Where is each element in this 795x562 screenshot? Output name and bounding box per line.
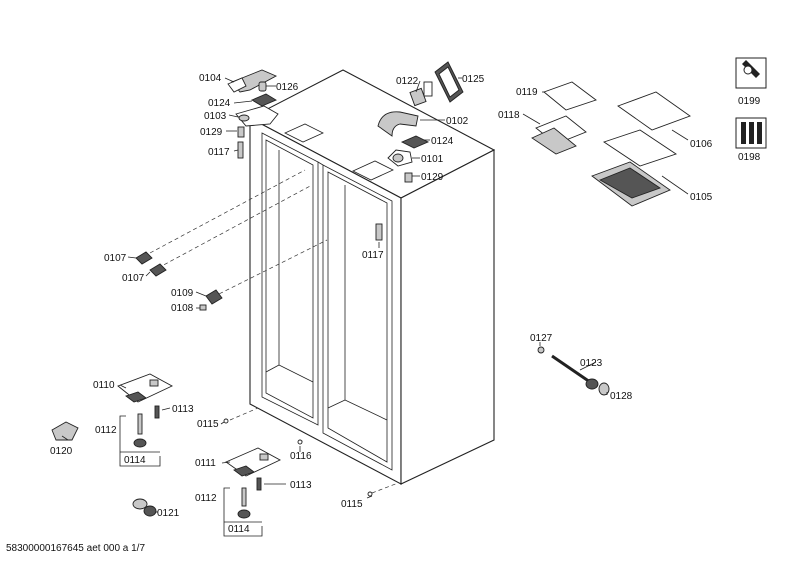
- group-bracket-0112a: [119, 415, 161, 467]
- shaft-0123: [551, 354, 599, 390]
- pin-0117a: [237, 141, 244, 159]
- label-0102: 0102: [446, 116, 469, 127]
- label-0126: 0126: [276, 82, 299, 93]
- label-0103: 0103: [204, 111, 227, 122]
- label-0124-mid: 0124: [431, 136, 454, 147]
- bolt-0112b: [241, 487, 247, 507]
- label-0108: 0108: [171, 303, 194, 314]
- bolt-0129b: [404, 172, 413, 183]
- control-module-0118: [531, 115, 587, 155]
- bolt-0129a: [237, 126, 245, 138]
- spacer-0108: [199, 304, 207, 311]
- part-labels: 0104 0126 0124 0103 0129 0117 0122 0125 …: [50, 73, 761, 535]
- label-0105: 0105: [690, 192, 713, 203]
- label-0110: 0110: [93, 380, 115, 391]
- nut-0114a: [133, 438, 147, 448]
- hinge-0101: [387, 149, 413, 167]
- label-0101: 0101: [421, 154, 444, 165]
- group-bracket-0112b: [223, 487, 263, 537]
- label-0199: 0199: [738, 96, 761, 107]
- bracket-0120: [51, 421, 79, 441]
- cap-0115b: [367, 491, 373, 497]
- cable-duct-0122: [409, 81, 433, 107]
- label-0115-upper: 0115: [197, 419, 219, 430]
- label-0124-top: 0124: [208, 98, 231, 109]
- label-0123: 0123: [580, 358, 603, 369]
- label-0107-lower: 0107: [122, 273, 145, 284]
- label-0129-left: 0129: [200, 127, 223, 138]
- document-id: 58300000167645 aet 000 a 1/7: [6, 543, 146, 554]
- control-unit-0105: [591, 129, 678, 207]
- top-hinge-cover-0104: [227, 69, 278, 93]
- screw-0113b: [256, 477, 262, 491]
- label-0113-left: 0113: [172, 404, 194, 415]
- pad-0124b: [400, 135, 430, 149]
- label-0109: 0109: [171, 288, 194, 299]
- label-0111: 0111: [195, 458, 216, 469]
- washer-0127: [537, 346, 545, 354]
- hinge-bracket-0103: [235, 105, 279, 127]
- hose-0102: [377, 111, 419, 137]
- label-0122: 0122: [396, 76, 419, 87]
- cabinet: [248, 69, 496, 485]
- marker-0116: [297, 439, 303, 445]
- label-0106: 0106: [690, 139, 713, 150]
- label-0114-right: 0114: [228, 524, 250, 535]
- bottom-hinge-0110: [117, 373, 173, 403]
- frame-0125: [434, 61, 464, 103]
- cover-plate-0106: [617, 91, 691, 131]
- assembly-guide-lines: [149, 169, 399, 494]
- bottom-hinge-0111: [225, 447, 281, 477]
- label-0117-left: 0117: [208, 147, 230, 158]
- clip-0107b: [149, 263, 167, 277]
- bolt-0112a: [137, 413, 143, 435]
- label-0118: 0118: [498, 110, 520, 121]
- latch-0109: [205, 289, 223, 305]
- label-0120: 0120: [50, 446, 73, 457]
- label-0129-mid: 0129: [421, 172, 444, 183]
- bearing-0128: [598, 382, 610, 396]
- fitting-0121: [132, 498, 157, 517]
- label-0198: 0198: [738, 152, 761, 163]
- pad-0124a: [251, 93, 277, 107]
- nut-0114b: [237, 509, 251, 519]
- label-0115-lower: 0115: [341, 499, 363, 510]
- label-0113-right: 0113: [290, 480, 312, 491]
- screw-0113a: [154, 405, 160, 419]
- label-0112-left: 0112: [95, 425, 117, 436]
- label-0114-left: 0114: [124, 455, 146, 466]
- label-0112-right: 0112: [195, 493, 217, 504]
- label-0117-mid: 0117: [362, 250, 384, 261]
- wrench-box-icon: [735, 57, 767, 89]
- cover-plate-0119: [543, 81, 597, 111]
- label-0127: 0127: [530, 333, 553, 344]
- cap-0115a: [223, 418, 229, 424]
- tool-set-icon: [735, 117, 767, 149]
- cap-0126: [258, 81, 267, 92]
- label-0104: 0104: [199, 73, 222, 84]
- label-0107-upper: 0107: [104, 253, 127, 264]
- label-0125: 0125: [462, 74, 485, 85]
- label-0128: 0128: [610, 391, 633, 402]
- pin-0117b: [375, 223, 383, 241]
- label-0119: 0119: [516, 87, 538, 98]
- label-0116: 0116: [290, 451, 312, 462]
- clip-0107a: [135, 251, 153, 265]
- label-0121: 0121: [157, 508, 180, 519]
- label-leaders: [61, 77, 689, 513]
